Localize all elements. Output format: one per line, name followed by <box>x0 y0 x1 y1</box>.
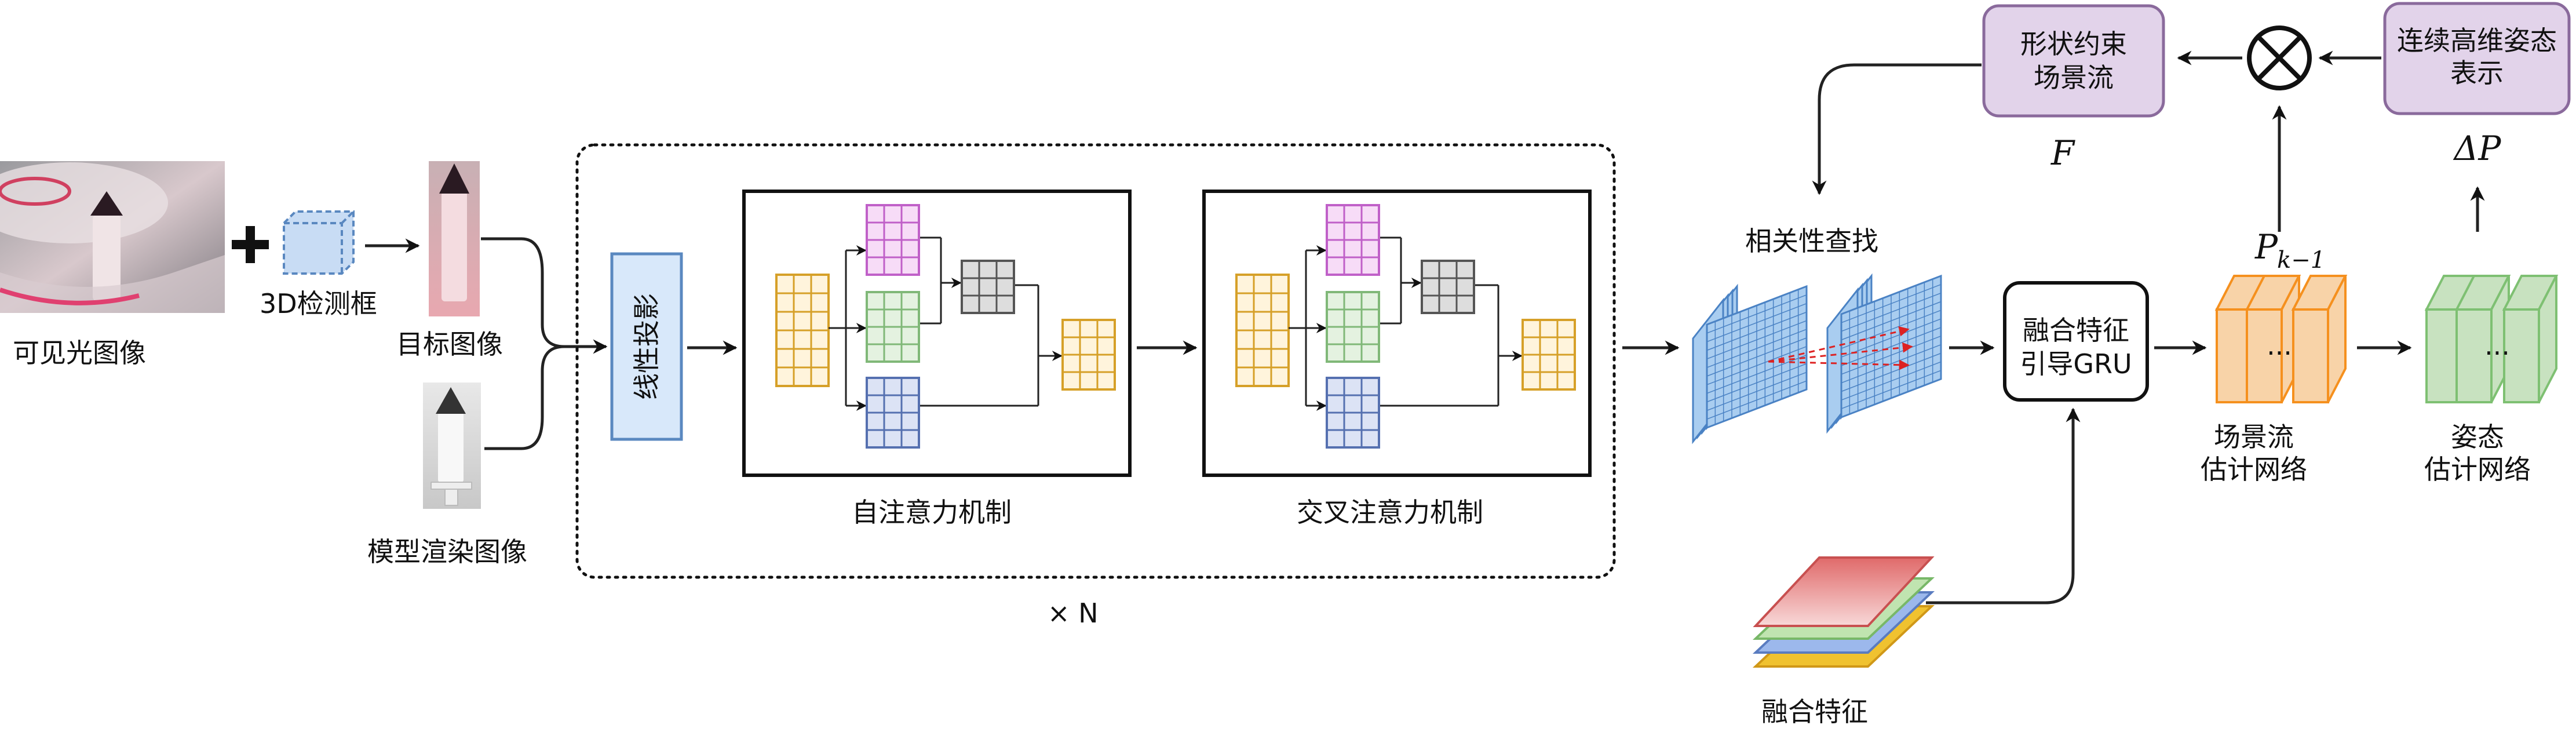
shape-constraint-line2: 场景流 <box>2034 62 2114 93</box>
target-image-label: 目标图像 <box>396 329 503 360</box>
value-grid <box>1326 377 1380 449</box>
layer-front <box>2455 308 2493 403</box>
symbol-P-subscript: k−1 <box>2277 247 2325 274</box>
volume-front-face <box>1706 285 1808 429</box>
output-token-grid <box>1521 319 1576 391</box>
visible-image-label: 可见光图像 <box>13 337 146 369</box>
layer-front <box>2292 308 2329 403</box>
render-image-label: 模型渲染图像 <box>367 536 527 567</box>
pose-network-layers <box>2424 275 2559 403</box>
scene-flow-ellipsis: ··· <box>2267 337 2292 369</box>
layer-front <box>2246 308 2283 403</box>
attention-map-grid <box>1421 260 1475 314</box>
symbol-F: F <box>2050 133 2075 173</box>
scene-flow-net-line2: 估计网络 <box>2201 454 2307 485</box>
detection-box-label: 3D检测框 <box>260 288 377 319</box>
symbol-delta-P: ΔP <box>2453 129 2502 168</box>
pose-net-line1: 姿态 <box>2451 421 2504 453</box>
otimes-icon <box>2247 26 2312 90</box>
scene-flow-net-line1: 场景流 <box>2214 421 2294 453</box>
continuous-pose-line2: 表示 <box>2450 57 2504 89</box>
3d-box-icon <box>283 210 355 275</box>
symbol-P: P <box>2254 227 2278 267</box>
attention-map-grid <box>961 260 1015 314</box>
fusion-gru-line2: 引导GRU <box>2020 348 2132 380</box>
layer-front <box>2503 308 2540 403</box>
correlation-lookup-label: 相关性查找 <box>1745 225 1878 257</box>
value-grid <box>866 377 920 449</box>
feature-volume-2 <box>1826 273 1942 434</box>
visible-image-photo <box>0 161 225 313</box>
output-token-grid <box>1061 319 1116 391</box>
query-grid <box>866 204 920 276</box>
input-token-grid <box>775 274 830 387</box>
scene-flow-network-layers <box>2214 275 2348 403</box>
shape-constraint-box <box>1982 4 2165 118</box>
fusion-gru-box <box>2003 281 2149 402</box>
target-to-merge-curve <box>481 237 585 348</box>
key-grid <box>1326 291 1380 363</box>
cross-attention-internals <box>1235 204 1576 449</box>
key-grid <box>866 291 920 363</box>
shape-constraint-line1: 形状约束 <box>2020 28 2127 60</box>
continuous-pose-line1: 连续高维姿态 <box>2397 25 2557 56</box>
self-attention-internals <box>775 204 1116 449</box>
fused-features-label: 融合特征 <box>1761 696 1868 727</box>
fusion-gru-line1: 融合特征 <box>2023 315 2129 346</box>
self-attention-label: 自注意力机制 <box>852 497 1012 528</box>
pose-net-line2: 估计网络 <box>2424 454 2531 485</box>
pose-ellipsis: ··· <box>2484 337 2510 369</box>
repeat-block-frame <box>575 143 1616 579</box>
render-to-merge-curve <box>484 345 565 450</box>
query-grid <box>1326 204 1380 276</box>
arrow-shape-to-correlation <box>1812 63 1982 195</box>
input-token-grid <box>1235 274 1290 387</box>
fused-feature-stack <box>1752 556 1935 668</box>
repeat-count-label: × N <box>1048 598 1099 629</box>
plus-icon <box>232 226 269 263</box>
volume-front-face <box>1840 274 1942 419</box>
linear-projection-box <box>610 252 683 441</box>
arrow-fused-to-gru <box>1926 407 2081 604</box>
continuous-pose-box <box>2383 2 2571 115</box>
target-image-photo <box>429 161 480 316</box>
cross-attention-label: 交叉注意力机制 <box>1297 497 1483 528</box>
feature-volume-1 <box>1692 283 1808 445</box>
correlation-dashed-lines <box>1768 326 1913 370</box>
linear-projection-label: 线性投影 <box>631 293 662 400</box>
render-image-photo <box>423 383 481 509</box>
